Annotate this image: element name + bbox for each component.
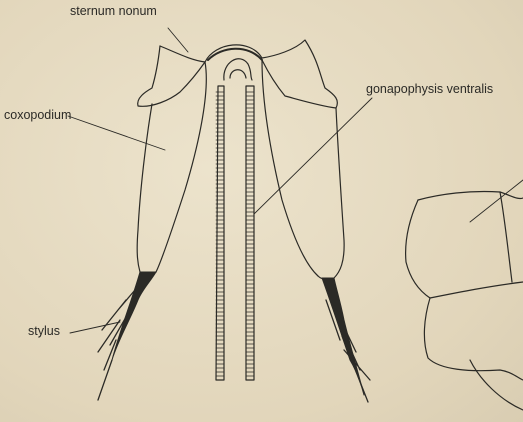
stylus-left [98, 272, 156, 400]
sternum-nonum-outline [138, 40, 338, 108]
label-coxopodium: coxopodium [4, 108, 71, 122]
label-gonapophysis-ventralis: gonapophysis ventralis [366, 82, 493, 96]
partial-lateral-structure [406, 191, 523, 410]
gonapophysis-ventralis-rods [216, 59, 254, 380]
label-sternum-nonum: sternum nonum [70, 4, 157, 18]
stylus-right [322, 278, 370, 402]
coxopodium-left-outline [137, 62, 206, 274]
label-stylus: stylus [28, 324, 60, 338]
